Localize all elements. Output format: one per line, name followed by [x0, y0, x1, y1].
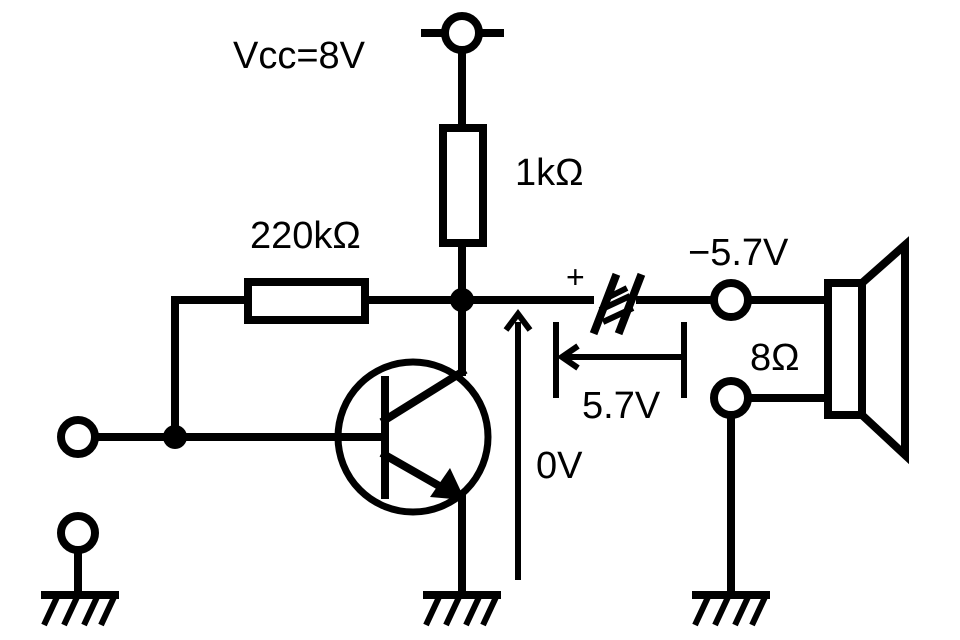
input-terminal — [57, 416, 99, 458]
capacitor-polarity-label: + — [566, 259, 585, 295]
capacitor-voltage-arrow — [553, 322, 687, 398]
ground-output — [692, 591, 770, 627]
bias-resistor — [244, 278, 369, 324]
collector-resistor-label: 1kΩ — [515, 152, 584, 194]
wire-bias-loop — [171, 296, 252, 441]
node-voltage-arrow — [503, 309, 533, 580]
electrolytic-capacitor — [589, 272, 646, 336]
capacitor-voltage-label: 5.7V — [582, 385, 661, 427]
speaker-impedance-label: 8Ω — [750, 337, 800, 379]
junction-dot-input — [163, 425, 187, 449]
output-voltage-label: −5.7V — [688, 232, 789, 274]
bias-resistor-label: 220kΩ — [250, 215, 361, 257]
output-terminal-bottom — [710, 377, 752, 419]
npn-transistor — [334, 358, 492, 516]
vcc-label: Vcc=8V — [233, 35, 366, 77]
node-voltage-label: 0V — [536, 445, 583, 487]
speaker — [824, 236, 909, 465]
collector-resistor — [439, 124, 487, 247]
output-terminal-top — [710, 279, 752, 321]
ground-transistor — [423, 591, 501, 627]
ground-left — [41, 512, 119, 627]
vcc-terminal — [421, 12, 504, 54]
